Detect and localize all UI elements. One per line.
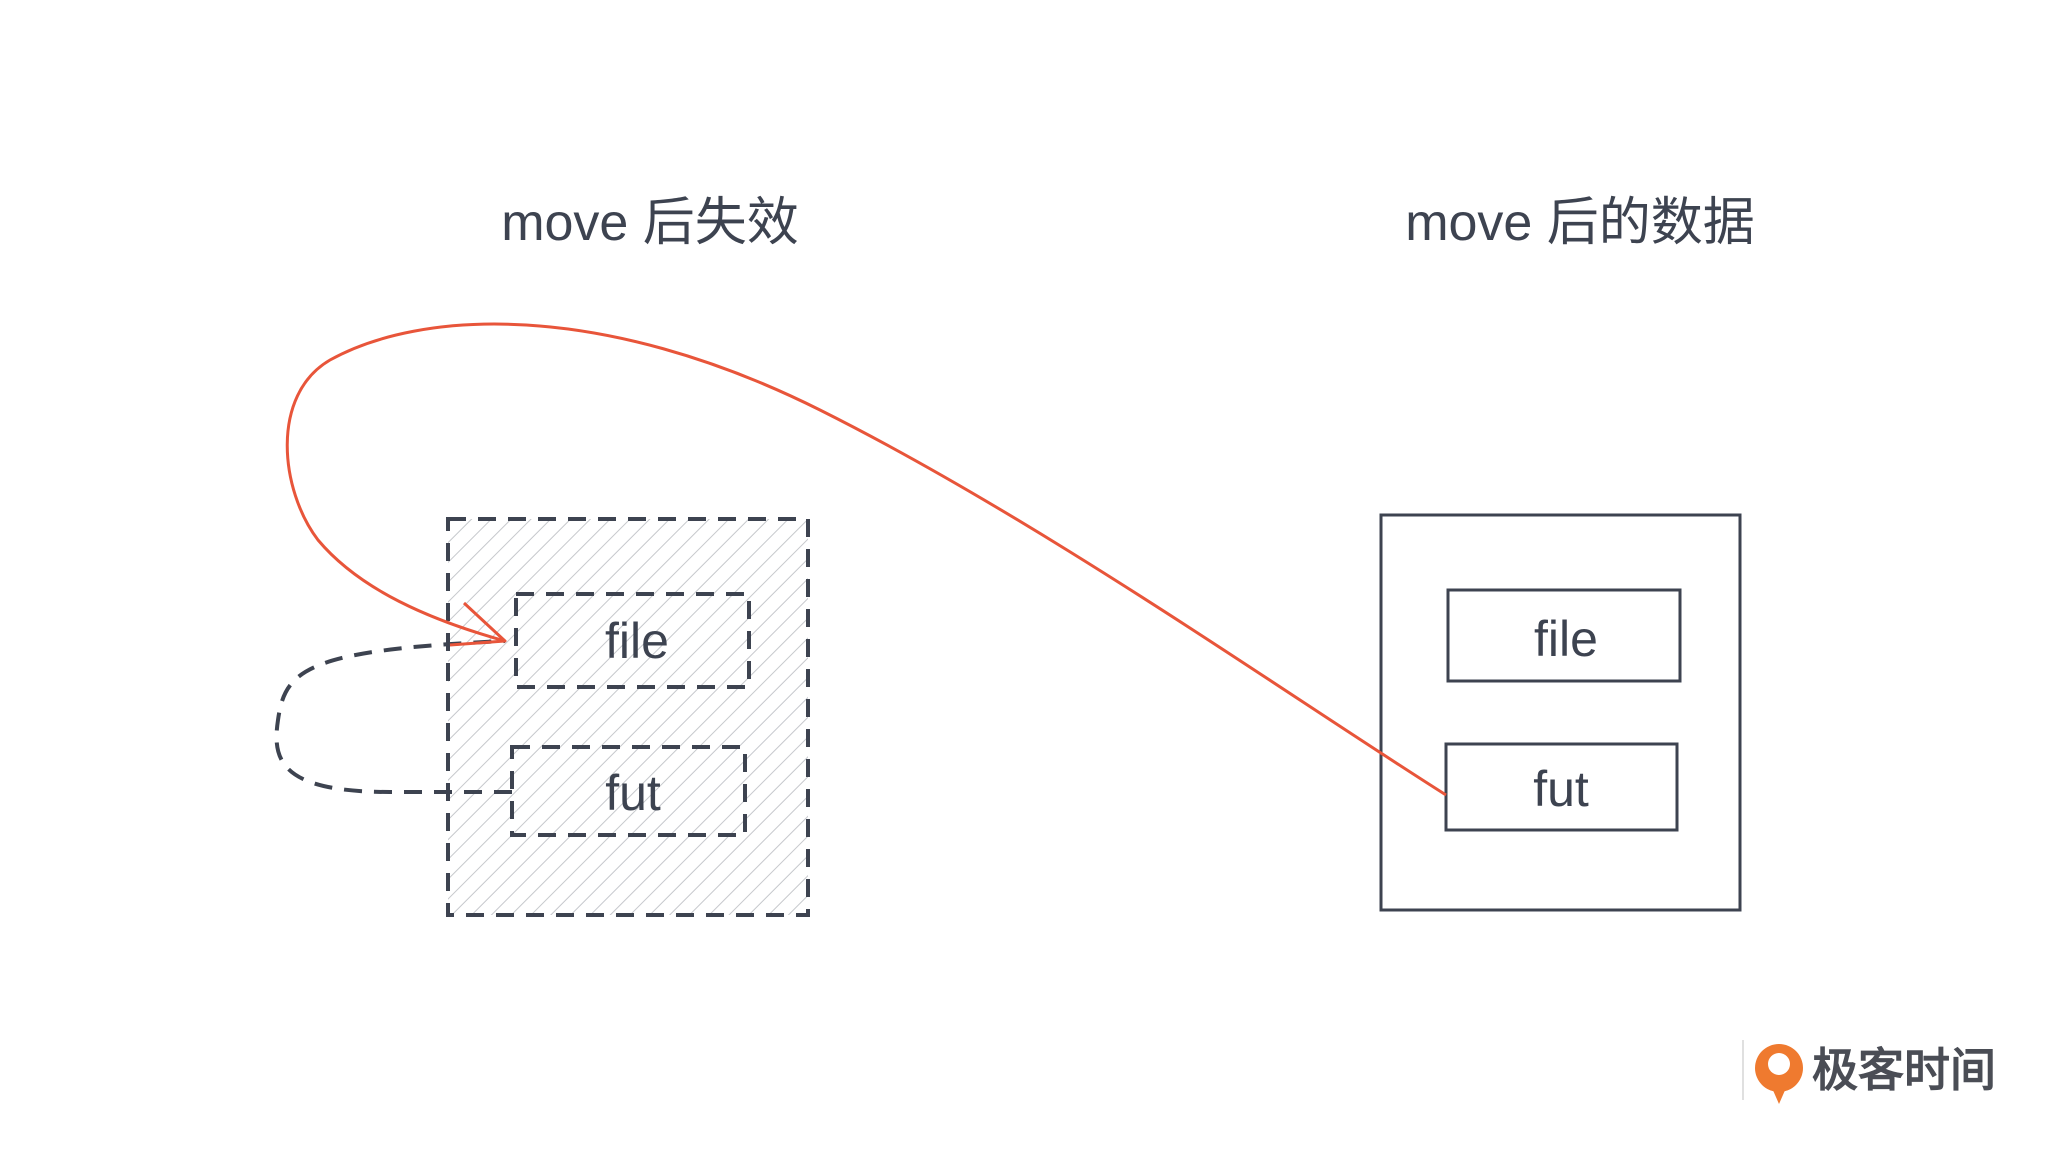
- invalid-field-fut-box: [510, 745, 747, 837]
- moved-field-fut-label: fut: [1533, 761, 1589, 817]
- geektime-logo-icon: [1755, 1044, 1803, 1104]
- title-invalid-after-move: move 后失效: [501, 194, 799, 252]
- brand-watermark: 极客时间: [1742, 1040, 1996, 1104]
- moved-struct: file fut: [1379, 513, 1742, 912]
- invalid-field-file-label: file: [605, 613, 669, 669]
- moved-field-file-label: file: [1534, 611, 1598, 667]
- dangling-pointer-arrowhead: [449, 601, 507, 647]
- moved-struct-box: [1379, 513, 1742, 912]
- invalid-struct-box: [446, 517, 810, 917]
- self-reference-dashed-arrow: [274, 639, 512, 794]
- title-data-after-move: move 后的数据: [1405, 194, 1755, 252]
- invalid-field-file-box: [514, 592, 751, 689]
- moved-field-file-box: [1446, 588, 1682, 683]
- dangling-pointer-line: [285, 322, 1447, 797]
- moved-field-fut-box: [1444, 742, 1679, 832]
- invalid-field-fut-label: fut: [605, 765, 661, 821]
- brand-name: 极客时间: [1812, 1043, 1996, 1097]
- invalid-struct: file fut: [446, 517, 810, 917]
